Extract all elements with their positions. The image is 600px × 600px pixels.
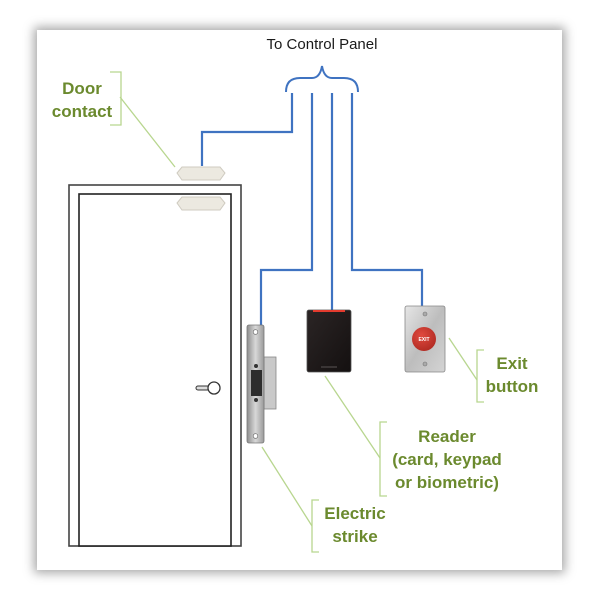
electric-strike-leader [261,446,313,527]
brace [285,65,359,93]
exit-button-text: EXIT [418,337,429,343]
card-reader-device [306,309,352,373]
door-leaf [78,193,232,547]
callouts [110,71,484,553]
door [68,184,242,547]
wire-exit-button [350,93,424,306]
reader-label-line1: Reader [418,427,476,446]
title: To Control Panel [267,36,378,53]
exit-button-bracket [476,349,484,403]
door-contact-leader [119,96,176,168]
exit-button-label-line2: button [486,377,539,396]
wire-door-contact [200,93,294,166]
reader-bracket [379,421,387,497]
exit-button-device: EXIT [404,305,446,373]
exit-button-label-line1: Exit [496,354,528,373]
wire-electric-strike [259,93,314,325]
electric-strike-device [246,324,277,444]
electric-strike-label-line2: strike [332,527,377,546]
reader-label-line3: or biometric) [395,473,499,492]
reader-leader [324,375,381,459]
door-contact-sensor [176,166,226,211]
exit-button-leader [448,337,478,381]
door-contact-label-line1: Door [62,79,102,98]
door-handle-icon [195,381,221,395]
wires [200,93,424,325]
electric-strike-bracket [311,499,319,553]
door-contact-label-line2: contact [52,102,113,121]
labels: Door contact Exit button Reader (card, k… [52,79,539,546]
electric-strike-label-line1: Electric [324,504,385,523]
door-contact-bracket [110,71,122,126]
reader-label-line2: (card, keypad [392,450,502,469]
